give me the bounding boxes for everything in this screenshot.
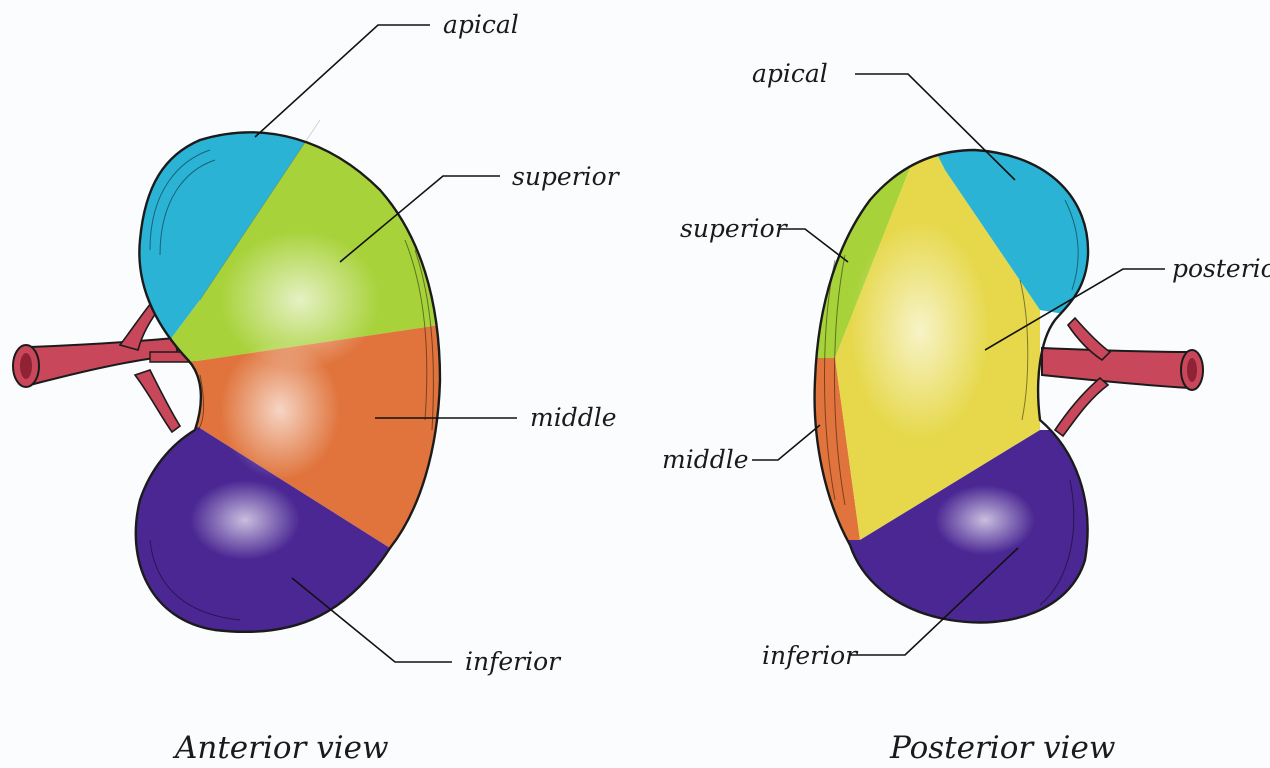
anterior-label-apical: apical: [443, 10, 519, 39]
posterior-label-superior: superior: [680, 214, 789, 243]
posterior-kidney-segments: [800, 130, 1100, 660]
posterior-middle-leader: [752, 425, 820, 460]
posterior-label-middle: middle: [662, 445, 749, 474]
posterior-label-apical: apical: [752, 59, 828, 88]
anterior-apical-leader: [255, 25, 430, 137]
anterior-view: apical superior middle inferior Anterior…: [13, 10, 621, 766]
anterior-label-inferior: inferior: [465, 647, 562, 676]
anterior-label-superior: superior: [512, 162, 621, 191]
posterior-view-title: Posterior view: [889, 730, 1115, 766]
posterior-label-posterior: posterior: [1172, 254, 1270, 283]
posterior-view: apical superior posterior middle inferio…: [662, 59, 1270, 766]
anterior-label-middle: middle: [530, 403, 617, 432]
anterior-view-title: Anterior view: [172, 730, 389, 766]
posterior-renal-vessels: [1042, 318, 1203, 436]
posterior-label-inferior: inferior: [762, 641, 859, 670]
